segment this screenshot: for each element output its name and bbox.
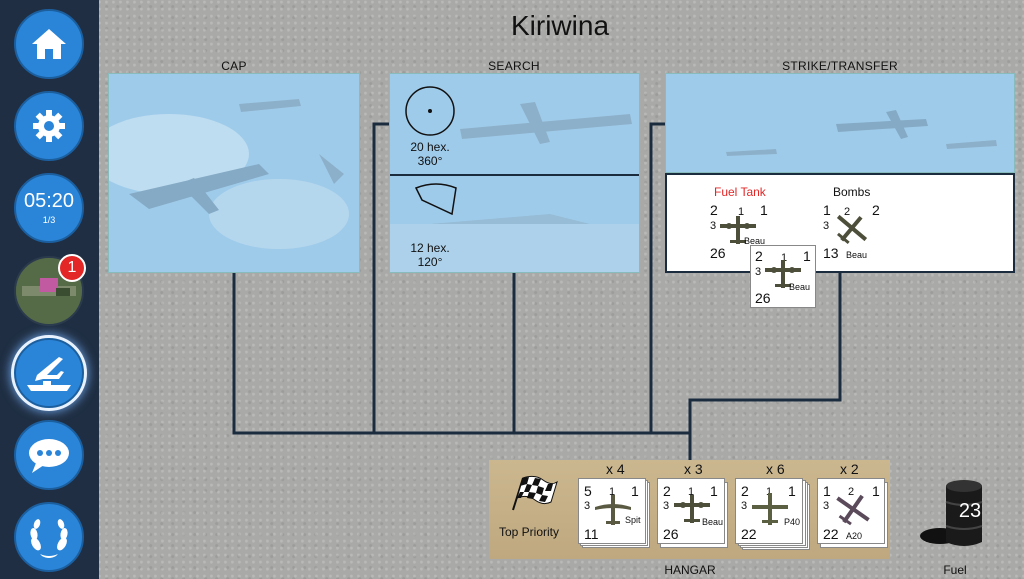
plane-carrier-icon xyxy=(27,357,71,391)
stack-count-p40: x 6 xyxy=(766,461,785,477)
strike-photo xyxy=(726,110,997,156)
turn-timer[interactable]: 05:20 1/3 xyxy=(14,173,84,243)
cap-photo xyxy=(109,99,349,249)
timer-value: 05:20 xyxy=(23,190,75,212)
beaufighter-banking-icon xyxy=(836,214,868,244)
hangar-stack-a20[interactable]: 1 2 1 3 22 A20 xyxy=(817,478,885,544)
search-panel[interactable]: 20 hex. 360° 12 hex. 120° xyxy=(389,73,640,273)
notification-badge: 1 xyxy=(58,254,86,282)
hangar-stack-beau[interactable]: 2 1 1 3 26 Beau xyxy=(657,478,725,544)
strike-loadout-box[interactable]: Fuel Tank Bombs xyxy=(665,173,1015,273)
fuel-label: Fuel xyxy=(943,563,967,577)
ranking-button[interactable] xyxy=(14,502,84,572)
radius-circle-icon xyxy=(405,86,455,136)
home-icon xyxy=(32,29,66,59)
chat-button[interactable] xyxy=(14,420,84,490)
search-circle-range: 20 hex. xyxy=(410,140,450,154)
top-priority-label[interactable]: Top Priority xyxy=(498,525,560,539)
chat-bubble-icon xyxy=(29,439,69,473)
strike-counter-fuel[interactable]: 2 1 1 3 26 Beau xyxy=(710,202,768,261)
strike-panel[interactable] xyxy=(665,73,1015,173)
bombs-label: Bombs xyxy=(833,185,871,199)
search-photo xyxy=(390,102,639,272)
home-button[interactable] xyxy=(14,9,84,79)
fuel-barrel-icon[interactable] xyxy=(918,476,990,552)
sidebar: 05:20 1/3 1 xyxy=(0,0,99,579)
turn-counter: 1/3 xyxy=(42,215,56,225)
cap-panel[interactable] xyxy=(108,73,360,273)
fuel-value: 23 xyxy=(958,500,982,522)
stack-count-spit: x 4 xyxy=(606,461,625,477)
a20-icon xyxy=(836,494,870,526)
search-circle-angle: 360° xyxy=(417,154,443,168)
search-arc-angle: 120° xyxy=(417,255,443,269)
search-divider xyxy=(390,174,639,176)
strike-counter-bombs[interactable]: 1 2 2 3 13 Beau xyxy=(823,202,880,261)
stack-count-beau: x 3 xyxy=(684,461,703,477)
spitfire-icon xyxy=(595,495,631,525)
settings-button[interactable] xyxy=(14,91,84,161)
air-ops-button[interactable] xyxy=(14,338,84,408)
checkered-flag-icon xyxy=(512,475,558,511)
search-arc-range: 12 hex. xyxy=(410,241,450,255)
search-label: SEARCH xyxy=(488,59,540,73)
gear-icon xyxy=(33,110,65,142)
page-title: Kiriwina xyxy=(510,10,610,41)
hangar-stack-spit[interactable]: 5 1 1 3 11 Spit xyxy=(578,478,646,544)
hangar-label: HANGAR xyxy=(664,563,716,577)
strike-label: STRIKE/TRANSFER xyxy=(782,59,898,73)
fuel-tank-label: Fuel Tank xyxy=(714,185,766,199)
arc-sector-icon xyxy=(414,183,457,216)
stack-count-a20: x 2 xyxy=(840,461,859,477)
cap-label: CAP xyxy=(221,59,247,73)
beaufighter-icon xyxy=(765,260,801,288)
laurel-icon xyxy=(30,519,68,558)
beaufighter-icon xyxy=(720,216,756,244)
hangar-stack-p40[interactable]: 2 1 1 3 22 P40 xyxy=(735,478,803,544)
beaufighter-icon xyxy=(674,495,710,523)
strike-counter-extra[interactable]: 2 1 1 3 26 Beau xyxy=(750,245,816,308)
p40-icon xyxy=(752,493,788,525)
base-button[interactable]: 1 xyxy=(14,254,86,326)
